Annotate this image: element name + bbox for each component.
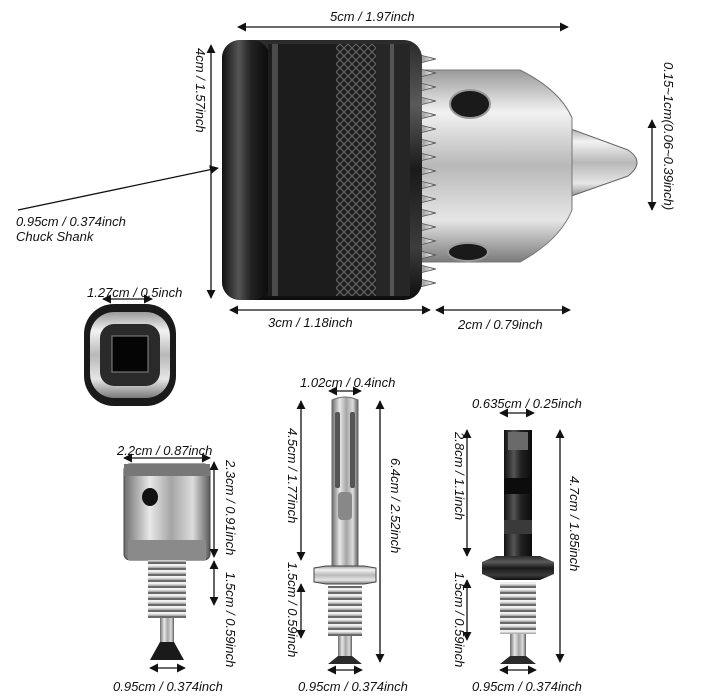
sds-dimension-lines <box>296 386 385 675</box>
square-drive-dimension-lines <box>123 453 219 673</box>
hex-total-label: 4.7cm / 1.85inch <box>567 476 582 571</box>
sds-total-label: 6.4cm / 2.52inch <box>388 458 403 553</box>
chuck-body-label: 3cm / 1.18inch <box>268 315 353 330</box>
square-drive-thread-label: 1.5cm / 0.59inch <box>223 572 238 667</box>
chuck-width-label: 5cm / 1.97inch <box>330 9 415 24</box>
square-drive-head-label: 2.3cm / 0.91inch <box>223 459 238 555</box>
drill-chuck-image <box>222 40 638 300</box>
chuck-dimension-lines <box>17 22 657 315</box>
square-drive-top-label: 2.2cm / 0.87inch <box>116 443 212 458</box>
square-drive-bottom-label: 0.95cm / 0.374inch <box>113 679 223 694</box>
hex-shank-adapter <box>482 430 554 664</box>
sds-shaft-label: 4.5cm / 1.77inch <box>285 428 300 523</box>
hex-thread-label: 1.5cm / 0.59inch <box>452 572 467 667</box>
sds-top-label: 1.02cm / 0.4inch <box>300 375 395 390</box>
sds-adapter <box>313 396 377 664</box>
hex-shaft-label: 2.8cm / 1.1inch <box>452 431 467 520</box>
chuck-height-label: 4cm / 1.57inch <box>193 48 208 133</box>
hex-top-label: 0.635cm / 0.25inch <box>472 396 582 411</box>
square-drive-adapter <box>123 463 211 660</box>
hex-bottom-label: 0.95cm / 0.374inch <box>472 679 582 694</box>
chuck-capacity-label: 0.15~1cm(0.06~0.39inch) <box>661 62 676 210</box>
chuck-shank-caption: Chuck Shank <box>16 229 95 244</box>
sds-thread-label: 1.5cm / 0.59inch <box>285 562 300 657</box>
hex-dimension-lines <box>462 408 565 675</box>
square-socket-end-view <box>84 294 176 406</box>
chuck-nose-label: 2cm / 0.79inch <box>457 317 543 332</box>
chuck-shank-label: 0.95cm / 0.374inch <box>16 214 126 229</box>
sds-bottom-label: 0.95cm / 0.374inch <box>298 679 408 694</box>
socket-width-label: 1.27cm / 0.5inch <box>87 285 182 300</box>
